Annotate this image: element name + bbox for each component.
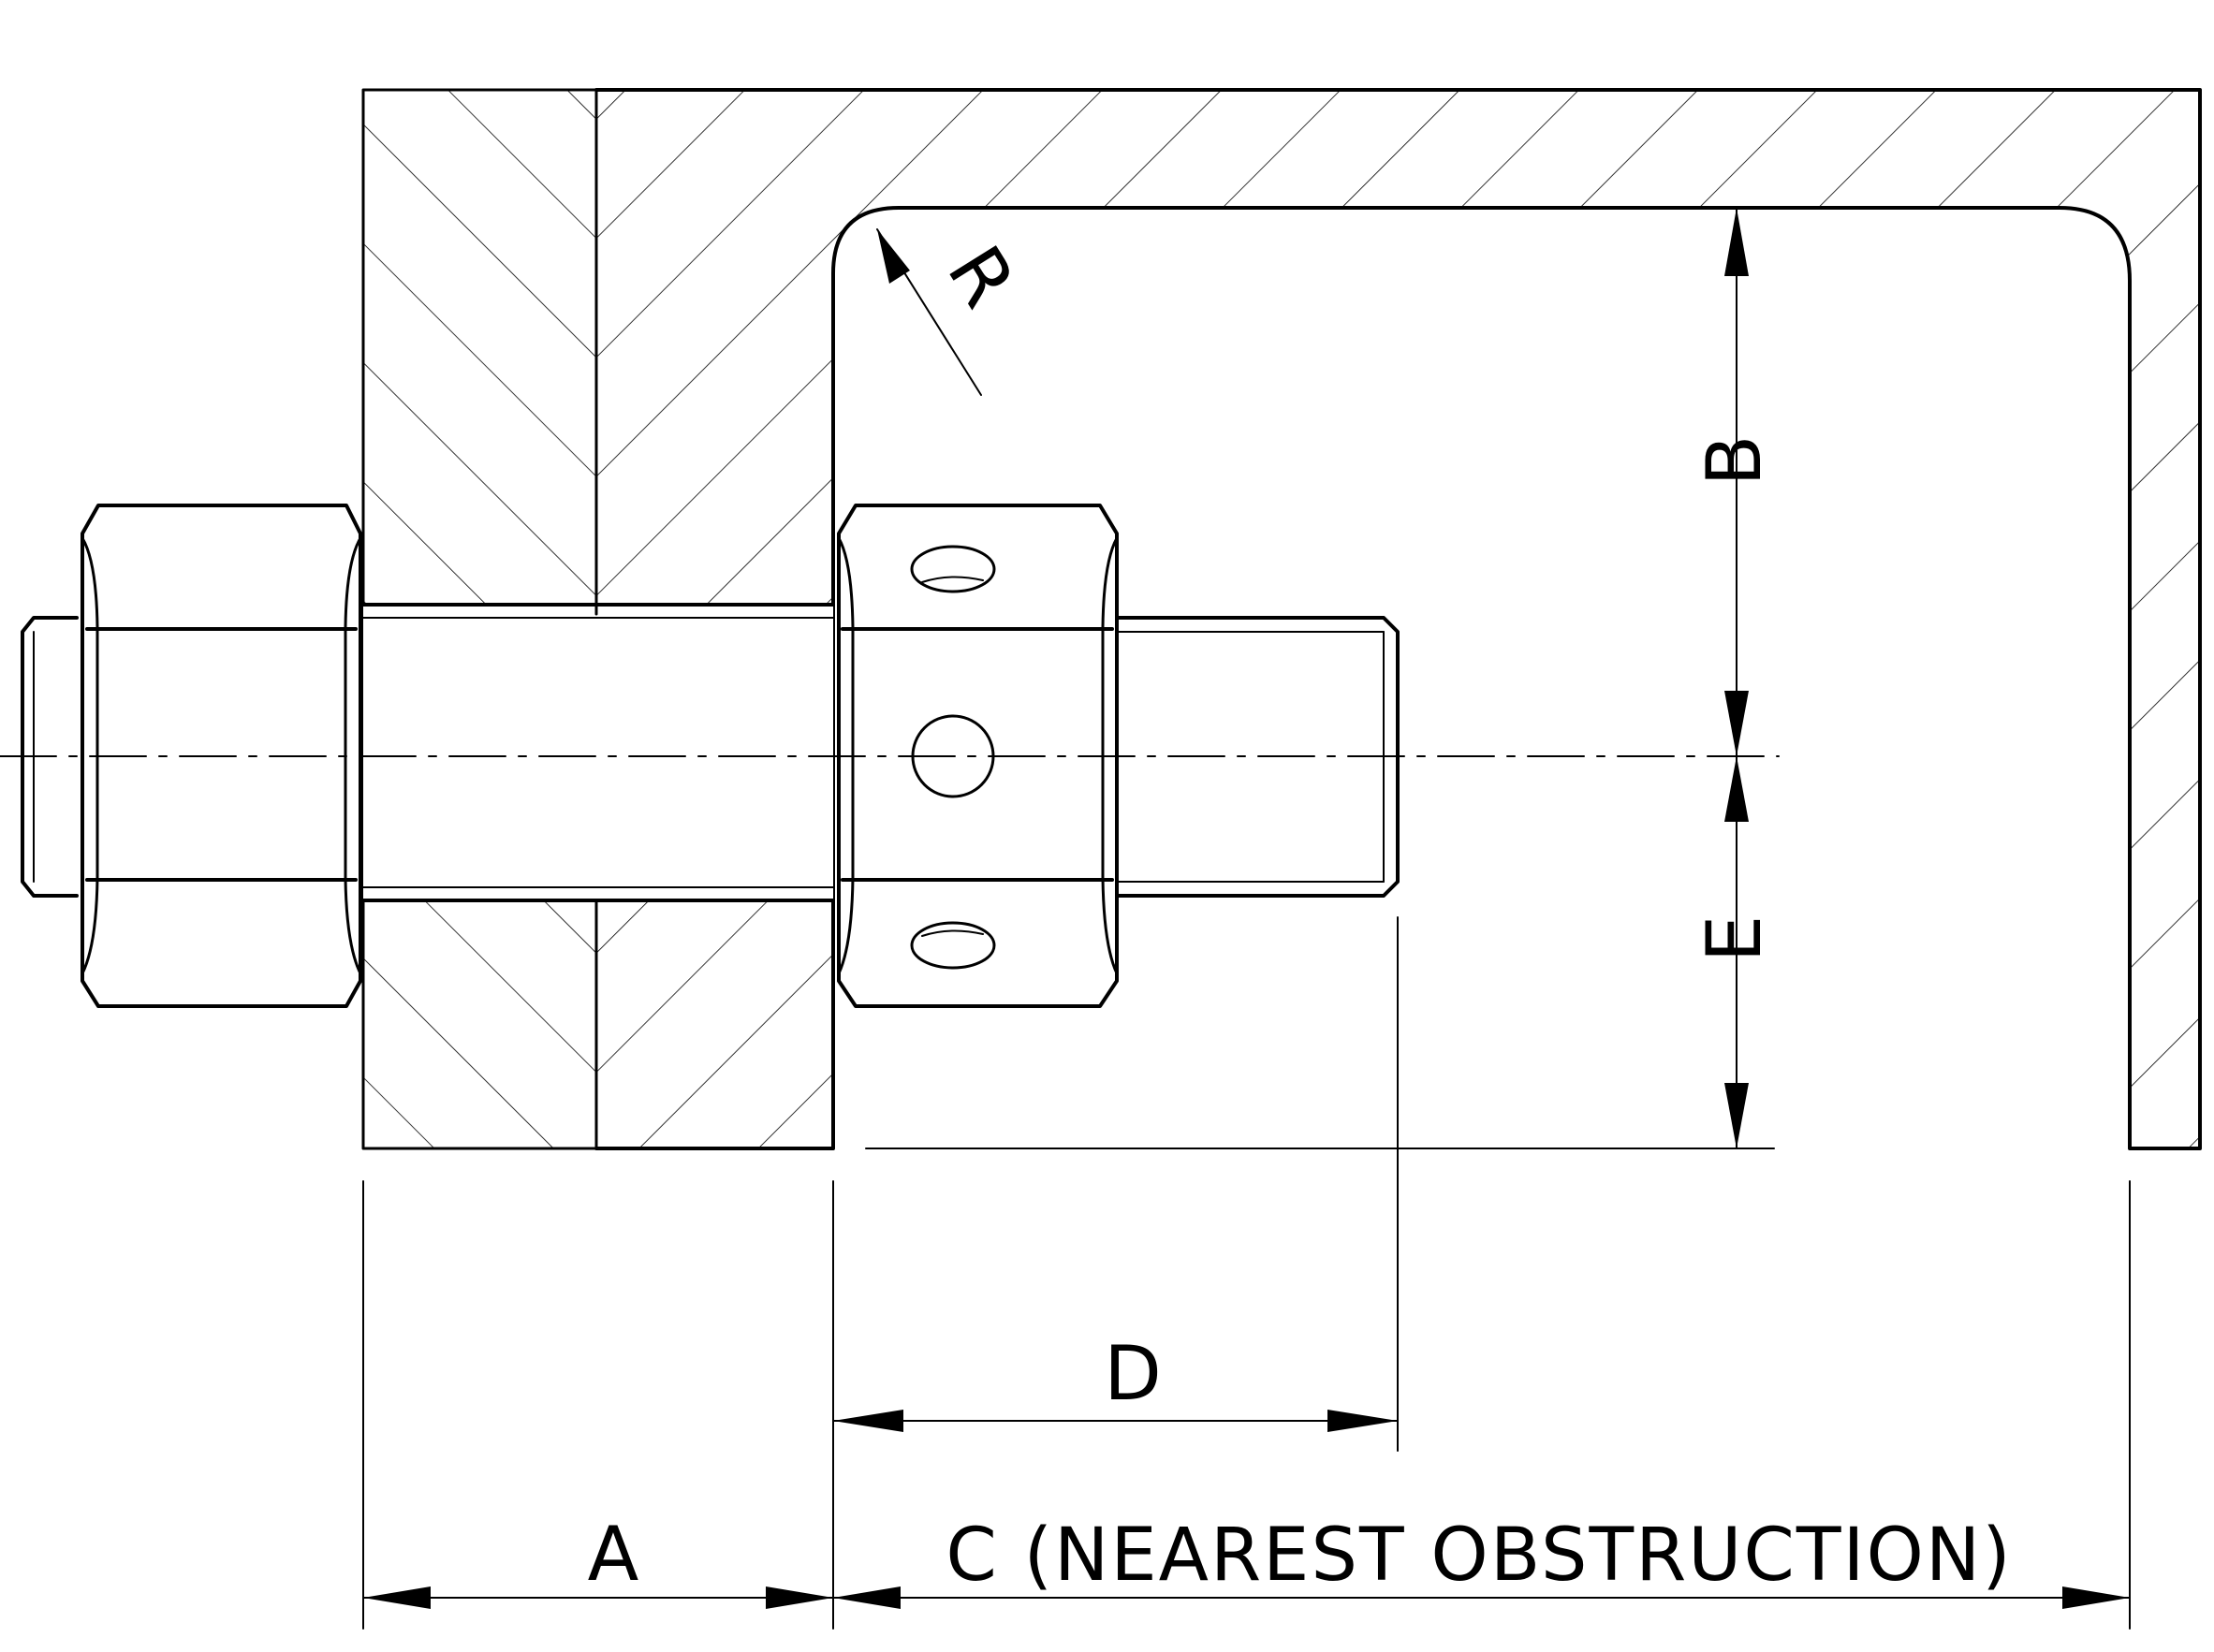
extension-lines (362, 916, 2131, 1630)
label-a: A (588, 1511, 639, 1598)
dimension-c: C (NEAREST OBSTRUCTION) (832, 1513, 2131, 1609)
dimension-e: E (1691, 755, 1778, 1149)
label-b: B (1691, 435, 1778, 487)
label-e: E (1691, 915, 1778, 963)
dimension-a: A (362, 1511, 834, 1609)
dimension-b: B (1691, 207, 1778, 757)
label-r: R (931, 231, 1032, 321)
label-c: C (NEAREST OBSTRUCTION) (946, 1513, 2012, 1598)
left-plate (361, 88, 598, 1150)
label-d: D (1104, 1330, 1162, 1417)
bolt-shank (361, 603, 835, 914)
radius-r: R (876, 228, 1032, 396)
bracket-section (594, 88, 2202, 1150)
lock-nut (837, 504, 1119, 1008)
dimension-d: D (832, 1330, 1399, 1432)
